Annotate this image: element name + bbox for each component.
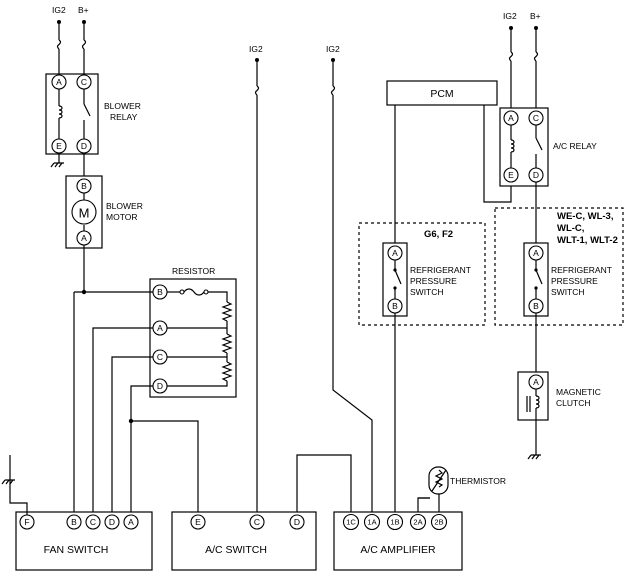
ac-switch-pin-d: D — [294, 517, 300, 527]
blower-motor-pin-b: B — [81, 181, 87, 191]
left-pressure-group: G6, F2 A B REFRIGERANT PRESSURE SWITCH — [358, 222, 486, 326]
right-group-title-1: WE-C, WL-3, — [557, 211, 613, 222]
right-pressure-label-2: PRESSURE — [551, 276, 598, 286]
bplus-label-acrelay: B+ — [530, 11, 541, 21]
blower-relay-pin-a: A — [56, 77, 62, 87]
ac-amplifier-pin-2a: 2A — [413, 518, 422, 527]
ac-relay-pin-c: C — [533, 113, 539, 123]
blower-relay: A C E D — [45, 20, 99, 168]
thermistor — [417, 466, 449, 512]
left-pressure-label-2: PRESSURE — [410, 276, 457, 286]
ac-relay-pin-e: E — [508, 170, 514, 180]
resistor-pin-a: A — [157, 323, 163, 333]
right-pressure-switch-pin-b: B — [533, 301, 539, 311]
resistor-pin-d: D — [157, 381, 163, 391]
fan-switch-pin-c: C — [90, 517, 96, 527]
left-pressure-switch-pin-a: A — [392, 248, 398, 258]
blower-motor-label-1: BLOWER — [106, 201, 143, 211]
right-group-title-2: WL-C, — [557, 223, 584, 234]
ac-relay-pin-d: D — [533, 170, 539, 180]
magnetic-clutch: A — [517, 371, 549, 460]
resistor-label: RESISTOR — [172, 266, 215, 276]
resistor-pin-b: B — [157, 287, 163, 297]
ac-relay: A C E D — [499, 26, 549, 187]
magnetic-clutch-label-1: MAGNETIC — [556, 387, 601, 397]
thermistor-label: THERMISTOR — [450, 476, 506, 486]
magnetic-clutch-label-2: CLUTCH — [556, 398, 590, 408]
ac-relay-pin-a: A — [508, 113, 514, 123]
right-pressure-label-3: SWITCH — [551, 287, 585, 297]
pcm: PCM — [386, 80, 498, 106]
ig2-label-blower: IG2 — [52, 5, 66, 15]
blower-relay-pin-d: D — [81, 141, 87, 151]
ac-amplifier-pin-1b: 1B — [390, 518, 399, 527]
fan-switch-pin-b: B — [71, 517, 77, 527]
fan-switch-pin-d: D — [109, 517, 115, 527]
blower-relay-label-2: RELAY — [110, 112, 138, 122]
ac-switch-label: A/C SWITCH — [205, 544, 267, 556]
fan-switch-pin-a: A — [128, 517, 134, 527]
ac-amplifier-label: A/C AMPLIFIER — [360, 544, 436, 556]
ig2-label-acrelay: IG2 — [503, 11, 517, 21]
pcm-label: PCM — [430, 88, 453, 100]
fan-switch: F B C D A FAN SWITCH — [15, 511, 153, 571]
blower-relay-pin-c: C — [81, 77, 87, 87]
fan-switch-pin-f: F — [24, 517, 29, 527]
ac-amplifier: 1C 1A 1B 2A 2B A/C AMPLIFIER — [333, 511, 463, 571]
right-pressure-label-1: REFRIGERANT — [551, 265, 612, 275]
right-group-title-3: WLT-1, WLT-2 — [557, 235, 618, 246]
fan-switch-label: FAN SWITCH — [44, 544, 109, 556]
ac-switch-pin-e: E — [195, 517, 201, 527]
blower-motor: B M A — [65, 175, 103, 249]
blower-motor-pin-a: A — [81, 233, 87, 243]
ac-amplifier-pin-1c: 1C — [346, 518, 356, 527]
ac-switch-pin-c: C — [254, 517, 260, 527]
right-pressure-group: WE-C, WL-3, WL-C, WLT-1, WLT-2 A B REFRI… — [494, 207, 624, 326]
blower-motor-label-2: MOTOR — [106, 212, 137, 222]
resistor-pin-c: C — [157, 352, 163, 362]
blower-relay-pin-e: E — [56, 141, 62, 151]
ac-relay-label: A/C RELAY — [553, 141, 597, 151]
resistor: B A C D — [149, 278, 237, 398]
left-pressure-switch-pin-b: B — [392, 301, 398, 311]
magnetic-clutch-pin-a: A — [533, 377, 539, 387]
ac-amplifier-pin-2b: 2B — [434, 518, 443, 527]
bplus-label-blower: B+ — [78, 5, 89, 15]
blower-relay-label-1: BLOWER — [104, 101, 141, 111]
right-pressure-switch-pin-a: A — [533, 248, 539, 258]
ac-amplifier-pin-1a: 1A — [367, 518, 376, 527]
ac-switch: E C D A/C SWITCH — [171, 511, 317, 571]
blower-motor-symbol: M — [79, 206, 90, 221]
left-pressure-label-1: REFRIGERANT — [410, 265, 471, 275]
left-pressure-label-3: SWITCH — [410, 287, 444, 297]
left-group-title: G6, F2 — [424, 229, 453, 240]
ig2-label-amplifier: IG2 — [326, 44, 340, 54]
ig2-label-acswitch: IG2 — [249, 44, 263, 54]
